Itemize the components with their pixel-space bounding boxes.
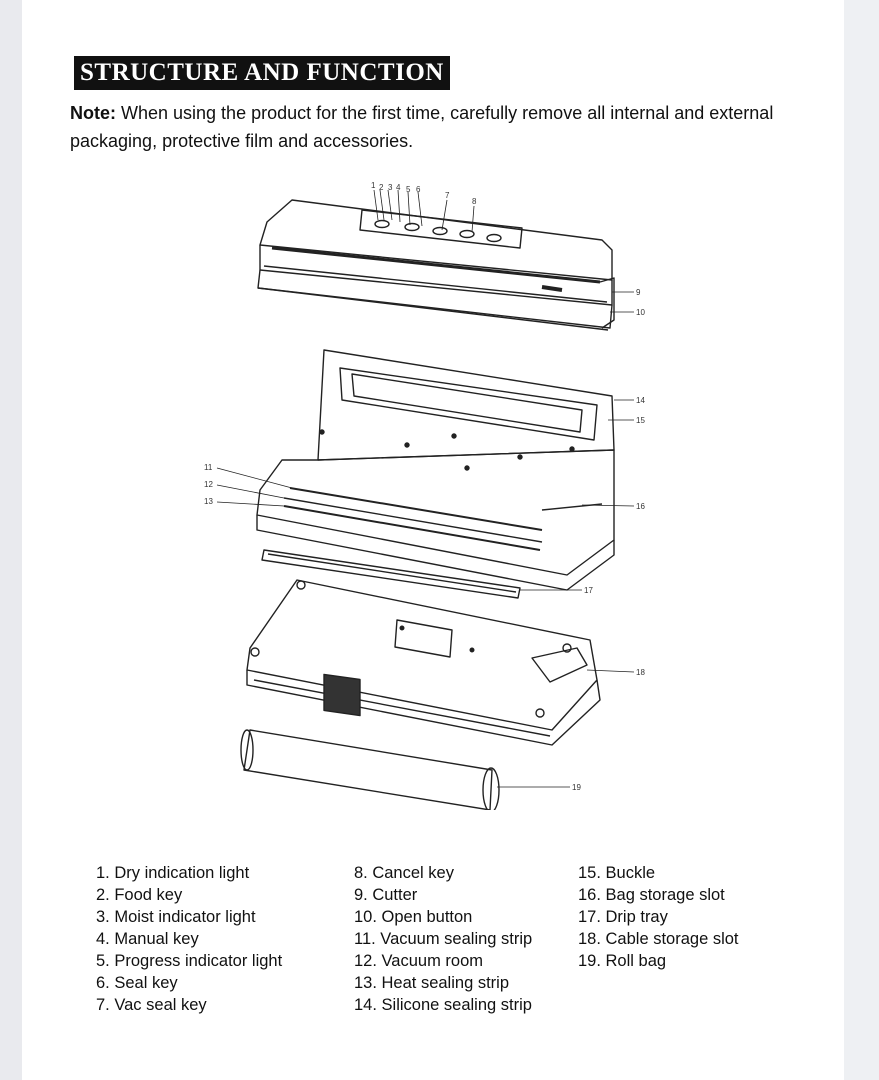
callout-15: 15	[636, 416, 645, 425]
roll-bag	[240, 729, 570, 810]
callout-9: 9	[636, 288, 641, 297]
callout-17: 17	[584, 586, 593, 595]
callout-4: 4	[396, 183, 401, 192]
callout-18: 18	[636, 668, 645, 677]
callout-2: 2	[379, 183, 384, 192]
legend-item: 16. Bag storage slot	[578, 886, 725, 904]
note-paragraph: Note: When using the product for the fir…	[70, 99, 790, 155]
legend-item: 13. Heat sealing strip	[354, 974, 510, 992]
callout-6: 6	[416, 185, 421, 194]
legend-item: 10. Open button	[354, 908, 473, 926]
legend-item: 1. Dry indication light	[96, 864, 250, 882]
sealer-base	[246, 579, 635, 746]
section-title: STRUCTURE AND FUNCTION	[74, 56, 450, 90]
callout-11: 11	[204, 463, 213, 472]
legend-column-3: 15. Buckle 16. Bag storage slot 17. Drip…	[578, 862, 739, 972]
callout-5: 5	[406, 185, 411, 194]
sealer-open	[256, 349, 615, 591]
legend-item: 17. Drip tray	[578, 908, 668, 926]
legend-item: 11. Vacuum sealing strip	[354, 930, 533, 948]
callout-19: 19	[572, 783, 581, 792]
mid-leader-lines	[216, 399, 635, 507]
legend-item: 2. Food key	[96, 886, 183, 904]
legend-item: 19. Roll bag	[578, 952, 667, 970]
callout-14: 14	[636, 396, 645, 405]
scrollbar[interactable]	[844, 0, 879, 1080]
legend-item: 8. Cancel key	[354, 864, 454, 882]
note-text: When using the product for the first tim…	[70, 103, 774, 151]
legend-item: 14. Silicone sealing strip	[354, 996, 532, 1014]
legend-item: 5. Progress indicator light	[96, 952, 283, 970]
sealer-closed	[257, 199, 615, 331]
legend-item: 7. Vac seal key	[96, 996, 207, 1014]
manual-page: STRUCTURE AND FUNCTION Note: When using …	[22, 0, 844, 1080]
legend-column-1: 1. Dry indication light 2. Food key 3. M…	[96, 862, 282, 1016]
callout-1: 1	[371, 181, 376, 190]
callout-16: 16	[636, 502, 645, 511]
legend-item: 18. Cable storage slot	[578, 930, 739, 948]
legend-column-2: 8. Cancel key 9. Cutter 10. Open button …	[354, 862, 532, 1016]
note-label: Note:	[70, 103, 116, 123]
legend-item: 12. Vacuum room	[354, 952, 484, 970]
legend-item: 9. Cutter	[354, 886, 418, 904]
legend-item: 4. Manual key	[96, 930, 199, 948]
callout-7: 7	[445, 191, 450, 200]
exploded-view-diagram: 1 2 3 4 5 6 7 8 9 10 11 12 13 14 15 16 1…	[204, 181, 645, 810]
drip-tray	[261, 549, 582, 599]
legend-item: 3. Moist indicator light	[96, 908, 256, 926]
callout-3: 3	[388, 183, 393, 192]
callout-13: 13	[204, 497, 213, 506]
callout-8: 8	[472, 197, 477, 206]
top-leader-lines	[373, 189, 634, 313]
callout-10: 10	[636, 308, 645, 317]
callout-12: 12	[204, 480, 213, 489]
legend-item: 6. Seal key	[96, 974, 178, 992]
legend-item: 15. Buckle	[578, 864, 656, 882]
